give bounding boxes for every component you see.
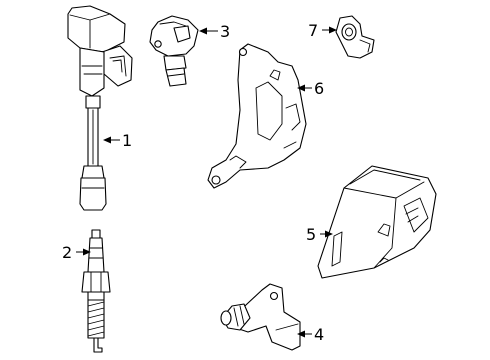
- callout-number-6: 6: [314, 79, 324, 98]
- callout-leaders: [76, 26, 337, 338]
- callout-number-2: 2: [62, 243, 72, 262]
- spark-plug: [81, 229, 111, 353]
- callout-number-3: 3: [220, 22, 230, 41]
- callout-number-5: 5: [306, 225, 316, 244]
- callout-number-7: 7: [308, 21, 318, 40]
- ignition-coil: [67, 5, 133, 211]
- camshaft-position-sensor: [149, 15, 199, 87]
- callout-number-4: 4: [314, 325, 324, 344]
- knock-sensor: [335, 15, 375, 59]
- engine-control-module: [317, 165, 437, 279]
- crankshaft-position-sensor: [220, 283, 301, 351]
- callout-number-1: 1: [122, 131, 132, 150]
- ecm-mounting-bracket: [207, 43, 307, 189]
